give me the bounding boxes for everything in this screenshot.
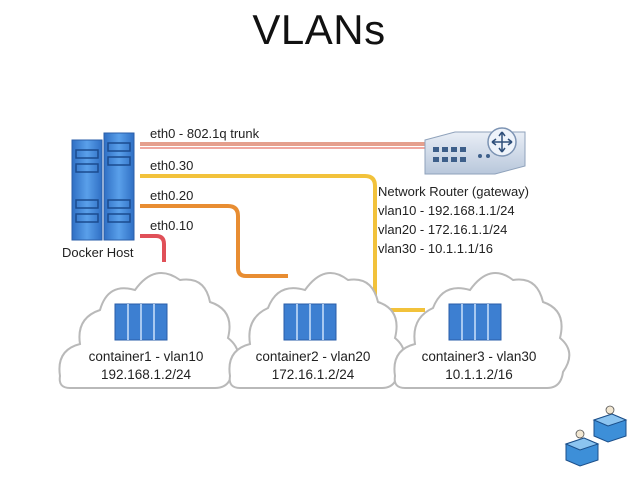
router-vlan10: vlan10 - 192.168.1.1/24 [378,203,515,218]
container3-name: container3 - vlan30 [422,349,537,364]
page-title: VLANs [252,6,386,53]
docker-host-label: Docker Host [62,245,134,260]
eth20-label: eth0.20 [150,188,193,203]
trunk-label: eth0 - 802.1q trunk [150,126,260,141]
container2-name: container2 - vlan20 [256,349,371,364]
trunk-link [140,142,425,149]
router-vlan20: vlan20 - 172.16.1.1/24 [378,222,507,237]
container2-ip: 172.16.1.2/24 [272,367,355,382]
eth10-label: eth0.10 [150,218,193,233]
eth30-label: eth0.30 [150,158,193,173]
network-router-icon [424,127,526,175]
container1-ip: 192.168.1.2/24 [101,367,192,382]
docker-host-icon [71,132,135,241]
vlan10-link [140,234,166,262]
container2-icon [283,303,337,341]
router-vlan30: vlan30 - 10.1.1.1/16 [378,241,493,256]
logo-icon [564,405,628,467]
container1-name: container1 - vlan10 [89,349,204,364]
container3-icon [448,303,502,341]
container3-ip: 10.1.1.2/16 [445,367,513,382]
container1-icon [114,303,168,341]
router-label: Network Router (gateway) [378,184,529,199]
vlan20-link [140,204,288,278]
